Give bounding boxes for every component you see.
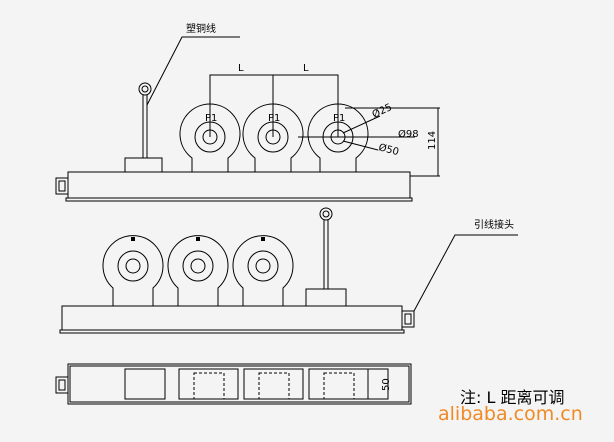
label-depth: 50 (381, 378, 392, 391)
terminal-block (124, 157, 163, 173)
ct-2 (167, 235, 229, 306)
ring-terminal-icon (319, 207, 333, 221)
note-text: 注: L 距离可调 (460, 388, 565, 407)
cable-gland-icon (55, 177, 69, 195)
cable-gland-icon (401, 310, 415, 328)
label-phase: P1 (205, 113, 217, 124)
plan-view: 50 (55, 363, 412, 405)
label-dia-outer: Ø98 (398, 128, 419, 140)
front-view-top: 塑铜线 L L P1 P1 P1 Ø25 Ø98 Ø50 114 (55, 22, 440, 202)
ct-1 (102, 235, 164, 306)
cable-gland-icon (55, 376, 69, 394)
base-plate (65, 197, 413, 202)
ct-3 (232, 235, 294, 306)
label-wire: 塑铜线 (186, 22, 216, 35)
label-height: 114 (427, 131, 438, 150)
ring-terminal-icon (138, 82, 152, 96)
leader-connector (413, 234, 518, 312)
watermark: alibaba.com.cn (438, 403, 583, 425)
leader-wire (146, 36, 240, 106)
label-lead-connector: 引线接头 (474, 218, 514, 231)
label-dia-inner: Ø25 (370, 101, 394, 121)
label-phase: P1 (268, 113, 280, 124)
label-dia-mid: Ø50 (377, 141, 400, 158)
front-view-rear: 引线接头 (59, 207, 518, 334)
label-spacing: L (303, 63, 309, 74)
label-spacing: L (238, 63, 244, 74)
base-housing (67, 171, 411, 199)
label-phase: P1 (333, 113, 345, 124)
